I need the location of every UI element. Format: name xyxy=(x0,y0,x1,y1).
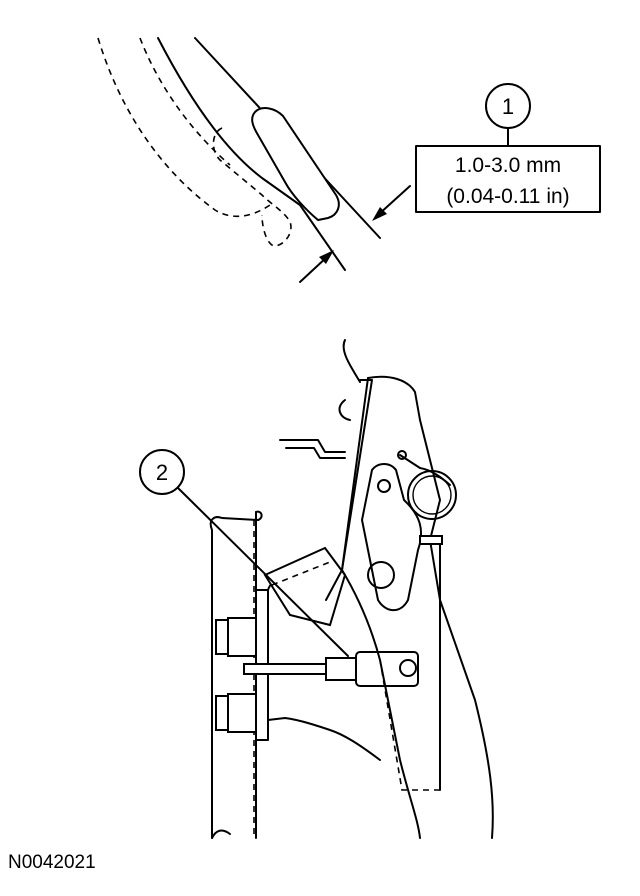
callout-2-circle xyxy=(139,449,185,495)
pedal-assembly xyxy=(209,339,494,839)
lever-pivot-hole xyxy=(377,479,391,493)
dashed-pedal-outline xyxy=(97,37,271,218)
pedal-arm-hidden xyxy=(379,659,440,791)
pedal-lever xyxy=(360,463,423,612)
bracket-lower xyxy=(267,717,381,761)
callout-2-leader xyxy=(177,487,349,657)
support-bracket xyxy=(263,546,347,627)
arm-face xyxy=(325,379,373,601)
arrowhead-upper xyxy=(372,207,387,221)
arrowhead-lower xyxy=(319,250,334,264)
pedal-pad xyxy=(251,107,340,222)
switch-bracket-lower xyxy=(285,447,346,459)
callout-1: 1 1.0-3.0 mm (0.04-0.11 in) xyxy=(415,83,601,213)
pushrod xyxy=(243,663,335,675)
arm-upper-tab xyxy=(342,339,361,383)
pedal-clearance-detail xyxy=(97,37,411,283)
spring-mount xyxy=(419,535,443,545)
lever-large-hole xyxy=(367,561,395,589)
clevis-pin xyxy=(399,659,417,677)
return-spring-coil xyxy=(407,470,457,520)
arm-notch xyxy=(338,399,351,421)
pedal-arm-right-edge xyxy=(367,375,494,839)
boss-upper-face xyxy=(227,617,257,657)
return-spring-inner xyxy=(412,475,452,515)
pushrod-nut xyxy=(325,657,359,681)
figure-id: N0042021 xyxy=(8,852,96,873)
spec-metric: 1.0-3.0 mm xyxy=(455,154,561,177)
return-spring-arm xyxy=(399,454,451,486)
spec-box xyxy=(415,145,601,213)
clevis xyxy=(355,651,419,687)
pedal-arm-left-edge xyxy=(341,377,421,839)
pedal-arm-edge xyxy=(157,37,346,271)
boss-lower-face xyxy=(227,693,257,733)
callout-2-number: 2 xyxy=(156,460,168,485)
panel-bottom-curl xyxy=(211,829,231,839)
dimension-arrow-upper xyxy=(377,185,411,216)
callout-2: 2 xyxy=(139,449,349,657)
spec-imperial: (0.04-0.11 in) xyxy=(446,185,569,208)
spring-end-hook xyxy=(397,450,407,460)
callout-1-number: 1 xyxy=(502,94,514,119)
switch-bracket-upper xyxy=(279,439,346,453)
dashed-inner-arc xyxy=(139,37,231,166)
dashed-pad-outline xyxy=(212,127,292,247)
panel-top-curl xyxy=(209,510,263,531)
